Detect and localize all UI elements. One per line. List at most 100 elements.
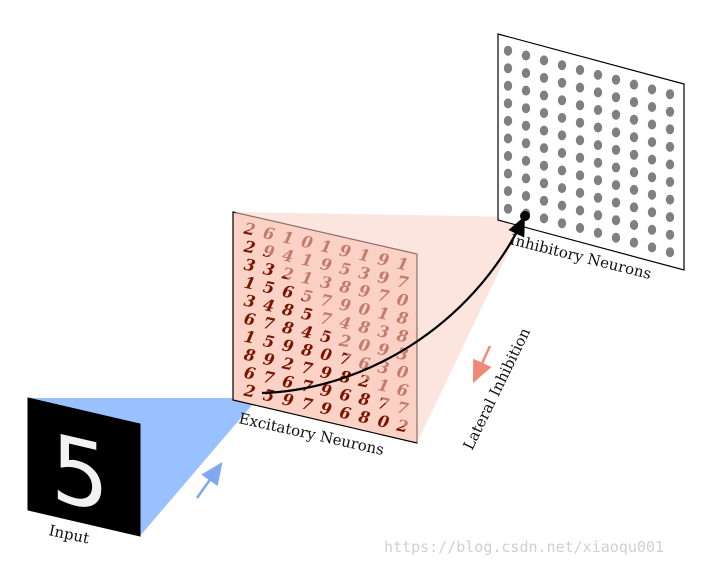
excitatory-digit: 9 [281, 335, 296, 356]
excitatory-digit: 4 [261, 295, 276, 316]
inhibitory-neuron-dot [503, 203, 513, 214]
inhibitory-neuron-dot [557, 60, 567, 71]
inhibitory-neuron-dot [521, 103, 531, 114]
excitatory-digit: 7 [261, 367, 276, 388]
connection-arrow [261, 216, 525, 395]
excitatory-digit: 9 [319, 398, 334, 419]
inhibitory-neuron-dot [665, 124, 675, 135]
inhibitory-neuron-dot [611, 180, 621, 191]
inhibitory-neuron-dot [521, 120, 531, 131]
inhibitory-neuron-dot [593, 105, 603, 115]
inhibitory-neuron-dot [629, 167, 639, 178]
input-image-frame [27, 397, 141, 537]
excitatory-digit: 1 [242, 273, 257, 294]
inhibitory-neuron-dot [593, 192, 603, 203]
excitatory-digit: 3 [261, 259, 276, 280]
inhibitory-neuron-dot [611, 109, 621, 120]
excitatory-digit: 9 [261, 349, 276, 370]
inhibitory-neuron-dot [665, 177, 675, 187]
inhibitory-neuron-dot [539, 195, 549, 206]
inhibitory-neuron-dot [629, 184, 639, 195]
inhibitory-neuron-dot [539, 178, 549, 189]
inhibitory-neuron-dot [575, 205, 585, 216]
inhibitory-neuron-dot [503, 80, 513, 91]
inhibitory-neuron-dot [557, 200, 567, 211]
inhibitory-neuron-dot [521, 155, 531, 166]
inhibitory-neuron-dot [557, 218, 567, 229]
input-layer: 5 [27, 397, 141, 537]
excitatory-digit: 6 [242, 309, 257, 330]
inhibitory-neuron-dot [575, 82, 585, 93]
input-digit-glyph: 5 [51, 413, 110, 534]
excitatory-digit: 2 [280, 353, 296, 374]
inhibitory-neuron-dot [665, 194, 675, 205]
inhibitory-neuron-dot [575, 223, 585, 233]
inhibitory-neuron-dot [503, 151, 513, 161]
inhibitory-neuron-dot [539, 90, 549, 101]
input-direction-arrow [195, 461, 223, 499]
inhibitory-neuron-dot [665, 89, 675, 100]
inhibitory-neuron-dot [647, 84, 657, 95]
inhibitory-neuron-dot [593, 227, 603, 238]
inhibitory-neuron-dot [593, 87, 603, 98]
excitatory-digit: 2 [241, 237, 257, 258]
inhibitory-neuron-dot [629, 202, 639, 213]
excitatory-digit: 7 [300, 358, 315, 379]
watermark: https://blog.csdn.net/xiaoqu001 [384, 538, 664, 556]
excitatory-digit: 3 [242, 255, 257, 276]
inhibitory-neuron-dot [575, 152, 585, 163]
inhibitory-neuron-dot [593, 69, 603, 80]
excitatory-digit: 5 [300, 304, 315, 325]
inhibitory-neuron-dot [503, 133, 513, 144]
inhibitory-neuron-dot [521, 50, 531, 61]
inhibitory-neuron-dot [539, 125, 549, 136]
inhibitory-neuron-dot [521, 191, 531, 201]
inhibitory-layer [497, 33, 685, 271]
inhibitory-neuron-dot [503, 186, 513, 197]
inhibitory-neuron-dot [665, 106, 675, 117]
excitatory-digit: 8 [356, 389, 372, 410]
inhibitory-neuron-dot [557, 130, 567, 141]
excitatory-digit: 7 [261, 313, 276, 334]
inhibitory-neuron-dot [575, 100, 585, 111]
inhibitory-neuron-dot [593, 210, 603, 221]
inhibitory-neuron-dot [575, 65, 585, 75]
inhibitory-neuron-dot [557, 95, 567, 106]
inhibitory-neuron-dot [629, 149, 639, 160]
inhibitory-neuron-dot [575, 135, 585, 146]
excitatory-digit: 8 [356, 407, 372, 428]
excitatory-digit: 8 [280, 317, 296, 338]
excitatory-digit: 1 [242, 327, 257, 348]
inhibitory-neuron-dot [665, 159, 675, 170]
inhibitory-neuron-dot [539, 213, 549, 224]
lateral-inhibition-arrow [472, 345, 492, 384]
excitatory-digit: 5 [261, 331, 276, 352]
target-inhibitory-neuron [520, 211, 530, 221]
inhibitory-neuron-dot [557, 183, 567, 194]
excitatory-digit: 6 [242, 363, 257, 384]
inhibitory-neuron-dot [539, 108, 549, 118]
inhibitory-neuron-dot [575, 117, 585, 128]
excitatory-digit: 0 [376, 411, 391, 432]
inhibitory-neuron-dot [611, 92, 621, 103]
inhibitory-neuron-dot [503, 115, 513, 126]
inhibitory-neuron-dot [557, 112, 567, 123]
inhibitory-neuron-dot [647, 242, 657, 253]
excitatory-digit: 8 [280, 299, 296, 320]
inhibitory-neuron-dot [503, 168, 513, 179]
excitatory-digit: 6 [281, 281, 296, 302]
inhibitory-neuron-dot [647, 172, 657, 183]
inhibitory-neuron-dot [593, 140, 603, 151]
inhibitory-neuron-dot [665, 141, 675, 152]
excitatory-digit: 6 [338, 403, 353, 424]
excitatory-digit: 3 [242, 291, 257, 312]
inhibitory-neuron-dot [611, 144, 621, 155]
inhibitory-neuron-dot [665, 229, 675, 240]
inhibitory-neuron-dot [665, 247, 675, 258]
inhibitory-neuron-dot [611, 232, 621, 243]
inhibitory-neuron-dot [611, 127, 621, 138]
inhibitory-neuron-dot [539, 160, 549, 171]
inhibitory-neuron-dot [503, 63, 513, 74]
inhibitory-neuron-dot [557, 148, 567, 158]
inhibitory-neuron-dot [611, 74, 621, 85]
